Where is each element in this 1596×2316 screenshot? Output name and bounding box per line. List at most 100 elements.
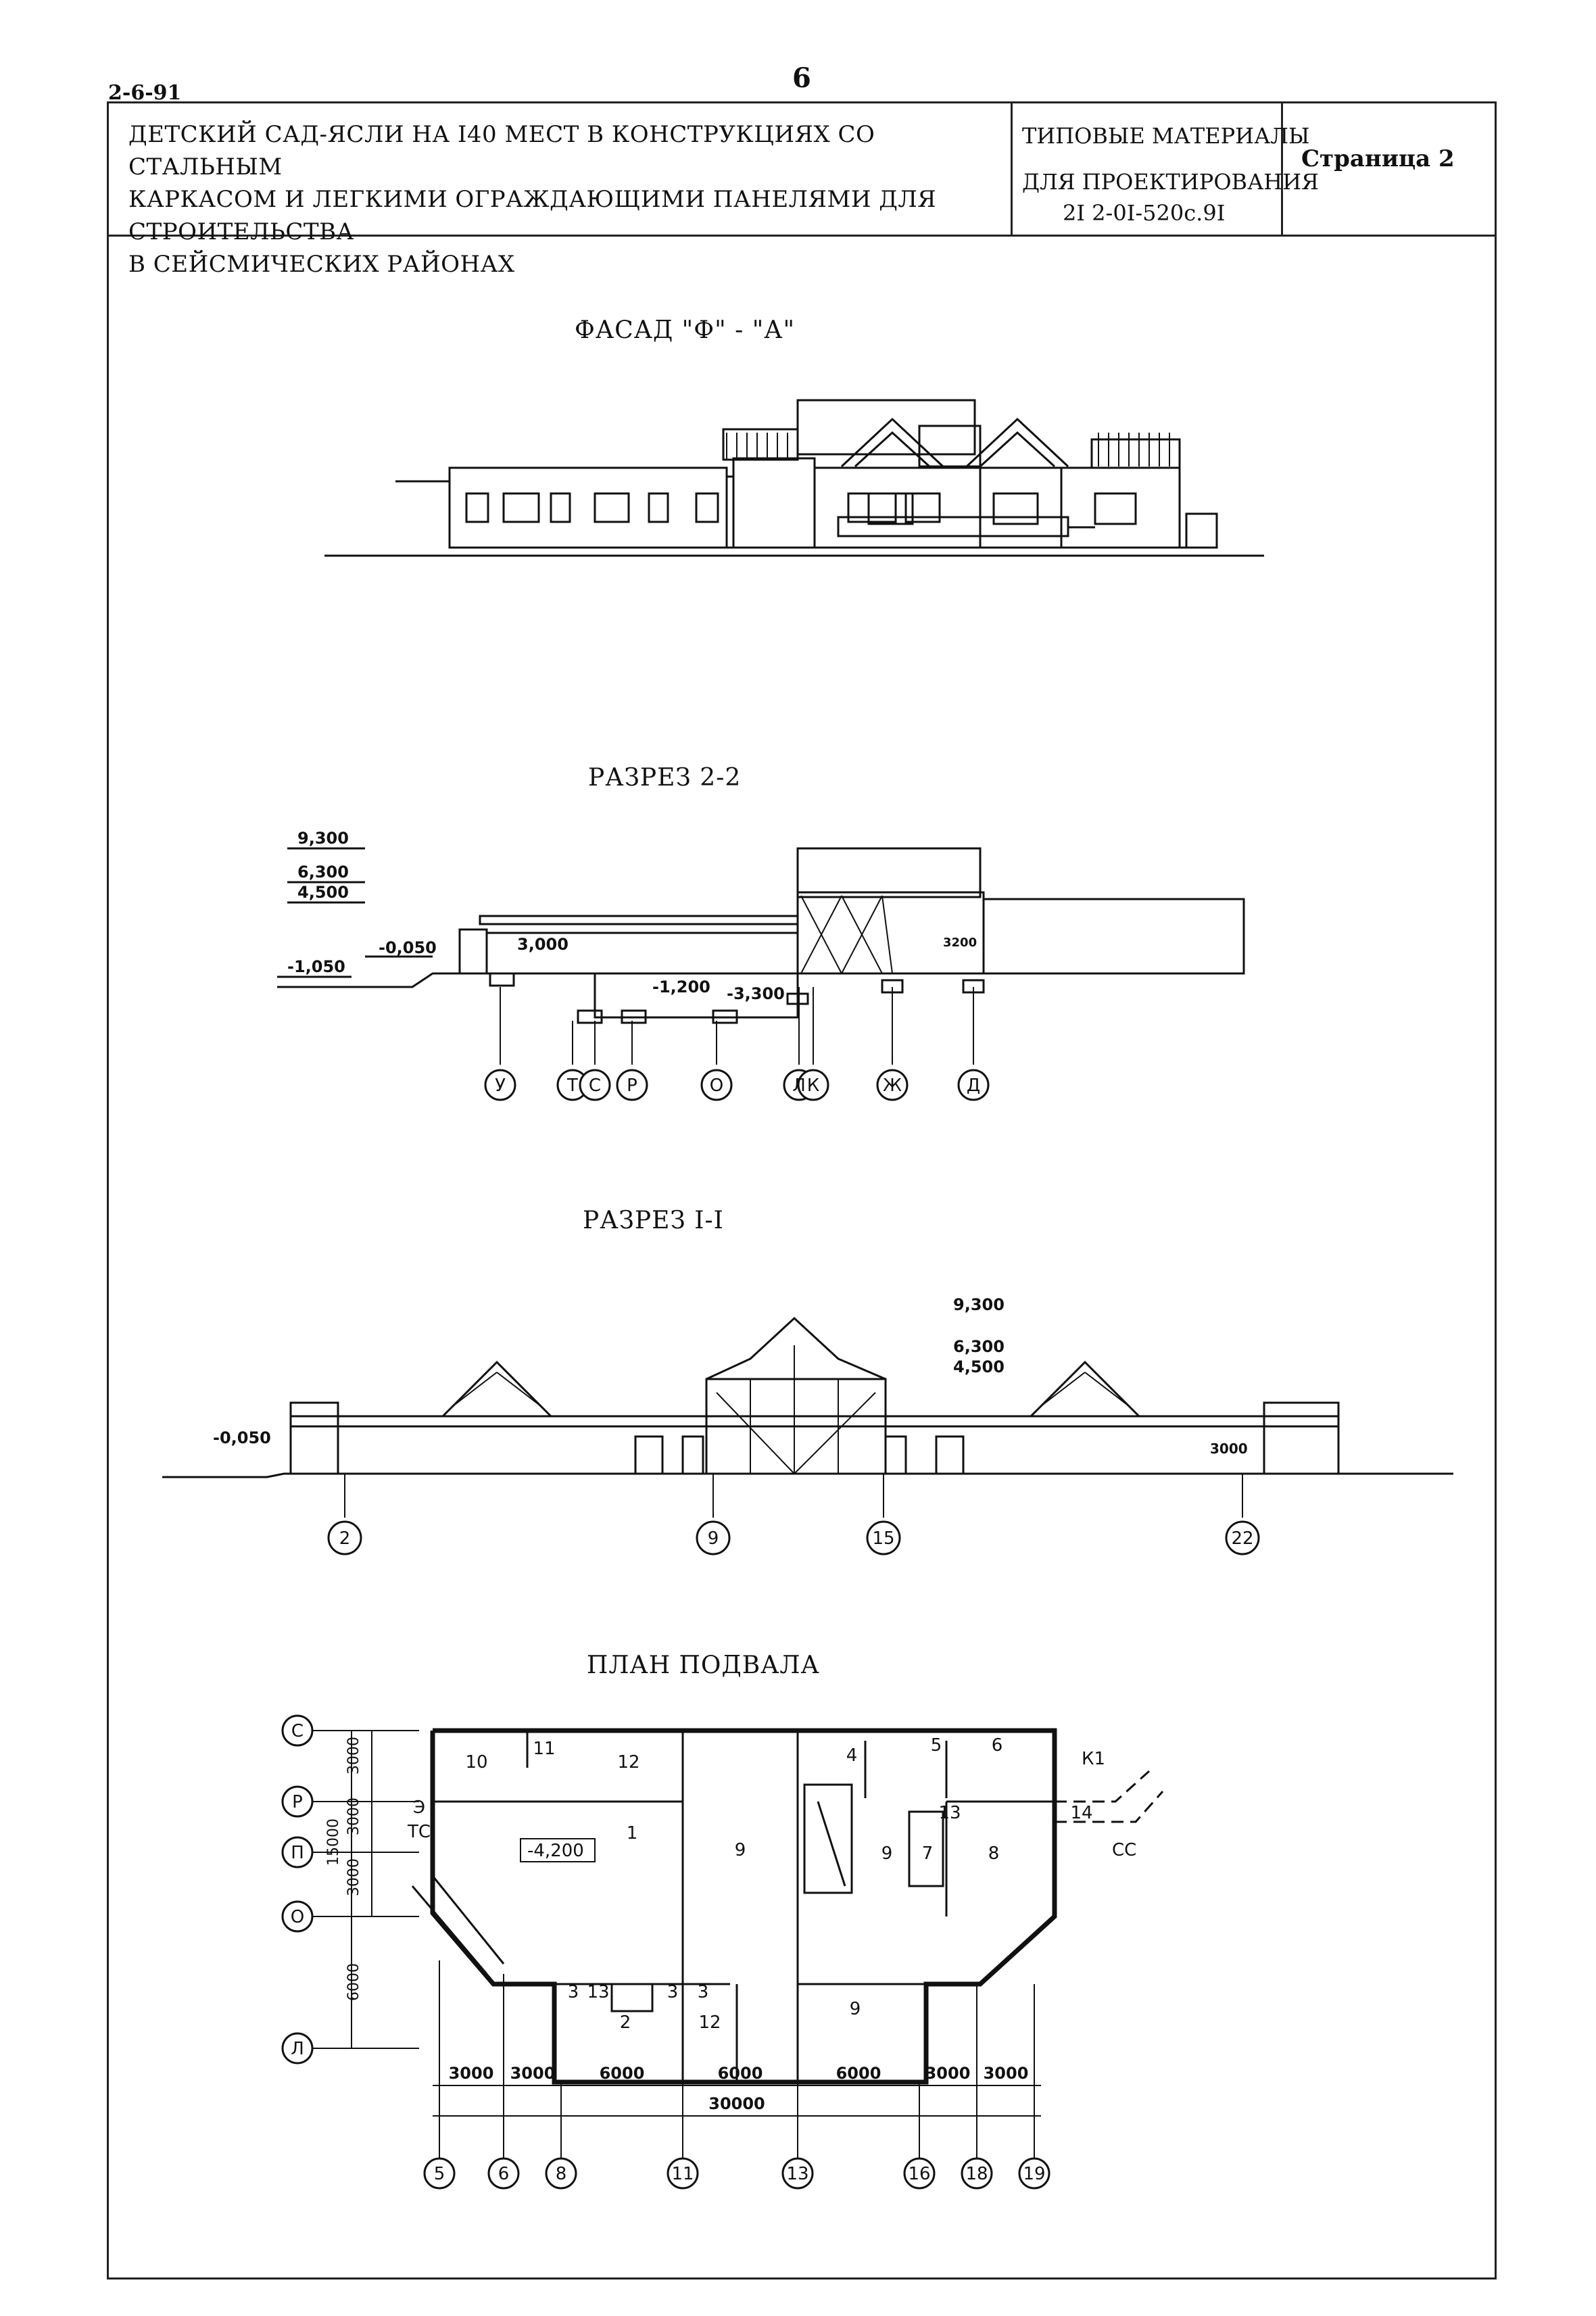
basement-row-axis-circles [281,1714,314,2065]
room-number: 6 [992,1735,1003,1756]
dimension: 3000 [925,2064,971,2083]
axis-label: 6 [498,2164,510,2184]
dimension: 6000 [600,2064,645,2083]
elevation-mark: -1,050 [287,957,345,976]
room-number: 14 [1070,1803,1092,1823]
basement-duct [1055,1770,1164,1823]
room-number: 1 [627,1823,638,1843]
axis-label: Д [967,1076,980,1096]
axis-label: К [807,1076,819,1096]
axis-label: П [291,1843,304,1863]
axis-label: 13 [786,2164,808,2184]
dimension: 6000 [345,1963,362,2001]
floor-mark: -4,200 [527,1841,584,1861]
title-line-2: КАРКАСОМ И ЛЕГКИМИ ОГРАЖДАЮЩИМИ ПАНЕЛЯМИ… [128,186,937,245]
title-line-1: ДЕТСКИЙ САД-ЯСЛИ НА I40 МЕСТ В КОНСТРУКЦ… [128,121,875,180]
basement-col-dims: 3000 3000 6000 6000 6000 3000 3000 30000 [449,2064,1029,2113]
axis-label: 2 [339,1528,351,1549]
axis-label: 18 [965,2164,988,2184]
section-1-1-axis-lines [344,1474,1243,1518]
dimension: 3000 [345,1798,362,1835]
room-number: 3 [568,1982,579,2002]
dimension: 3000 [510,2064,556,2083]
axis-label: Ж [883,1076,902,1096]
room-number: 12 [698,2012,721,2033]
room-number: 8 [988,1843,1000,1864]
room-number: ТС [407,1822,431,1842]
axis-label: 15 [872,1528,894,1549]
title-block [107,101,1497,237]
section-1-1-axis-circles [327,1520,1260,1555]
axis-label: 16 [908,2164,930,2184]
room-number: 3 [698,1982,709,2002]
section-2-2-elevations: 9,300 6,300 4,500 -0,050 -1,050 3,000 -1… [287,829,977,1003]
axis-label: Р [292,1792,303,1812]
basement-col-axis-lines [433,1960,1041,2160]
elevation-mark: 4,500 [953,1357,1005,1376]
pipe-label: К1 [1082,1749,1105,1769]
section-1-1-title: РАЗРЕЗ I-I [583,1207,724,1234]
axis-label: Л [291,2039,304,2059]
elevation-mark: -1,200 [652,978,710,996]
basement-row-axis-labels: С Р П О Л [291,1721,304,2059]
room-number: 13 [938,1803,961,1823]
facade-slats [726,433,1170,466]
section-2-2-axis-lines [500,987,974,1065]
room-number: 13 [587,1982,609,2002]
document-title: ДЕТСКИЙ САД-ЯСЛИ НА I40 МЕСТ В КОНСТРУКЦ… [128,118,980,281]
sheet-frame [107,101,1497,2279]
axis-label: 22 [1231,1528,1253,1549]
axis-label: 9 [708,1528,719,1549]
room-number: 5 [931,1735,942,1756]
for-design-label: ДЛЯ ПРОЕКТИРОВАНИЯ [1022,169,1319,195]
dimension: 6000 [836,2064,881,2083]
section-2-2-axis-labels: У Т С Р О Л К Ж Д [495,1076,980,1096]
axis-label: 19 [1023,2164,1045,2184]
basement-plan-title: ПЛАН ПОДВАЛА [587,1651,820,1679]
room-number: 10 [465,1752,487,1772]
dimension: 3000 [345,1858,362,1896]
title-line-3: В СЕЙСМИЧЕСКИХ РАЙОНАХ [128,251,515,278]
section-2-2-axis-circles [484,1069,990,1101]
room-number: 3 [667,1982,679,2002]
axis-label: О [291,1907,304,1927]
elevation-mark: 9,300 [953,1295,1005,1314]
elevation-mark: 6,300 [953,1337,1005,1356]
section-2-2-title: РАЗРЕЗ 2-2 [588,764,742,792]
elevation-mark: 3200 [943,936,977,950]
page-number: 6 [792,62,811,94]
typical-materials-label: ТИПОВЫЕ МАТЕРИАЛЫ [1022,123,1310,149]
basement-walls [430,1728,1057,2085]
basement-stair [411,1875,505,1975]
pipe-label: СС [1112,1840,1136,1860]
room-number: 9 [850,1999,861,2019]
series-code: 2I 2-0I-520с.9I [1063,200,1226,226]
title-block-divider [1011,101,1013,237]
page-label: Страница 2 [1301,145,1455,172]
basement-row-dims: 3000 3000 3000 15000 6000 [325,1737,362,2001]
section-2-2-lattice [800,895,893,974]
room-number: Э [413,1798,425,1818]
facade-title: ФАСАД "Ф" - "А" [575,316,796,344]
facade-drawing [324,399,1264,557]
elevation-mark: -0,050 [213,1428,271,1447]
elevation-mark: 3,000 [517,935,569,954]
axis-label: Р [627,1076,637,1096]
room-number: 4 [846,1745,858,1766]
room-number: 7 [922,1843,934,1864]
room-number: 12 [617,1752,639,1772]
axis-label: 8 [556,2164,567,2184]
title-block-divider [1281,101,1283,237]
room-number: 9 [735,1840,746,1860]
section-1-1-drawing [162,1316,1453,1478]
room-number: 11 [533,1739,555,1759]
axis-label: С [291,1721,304,1741]
axis-label: С [589,1076,601,1096]
elevation-mark: -0,050 [379,938,437,957]
total-dimension: 30000 [708,2094,765,2113]
elevation-mark: 3000 [1210,1441,1248,1457]
dimension: 15000 [325,1818,342,1866]
axis-label: Т [566,1076,578,1096]
dimension: 3000 [345,1737,362,1775]
section-1-1-axis-labels: 2 9 15 22 [339,1528,1254,1549]
